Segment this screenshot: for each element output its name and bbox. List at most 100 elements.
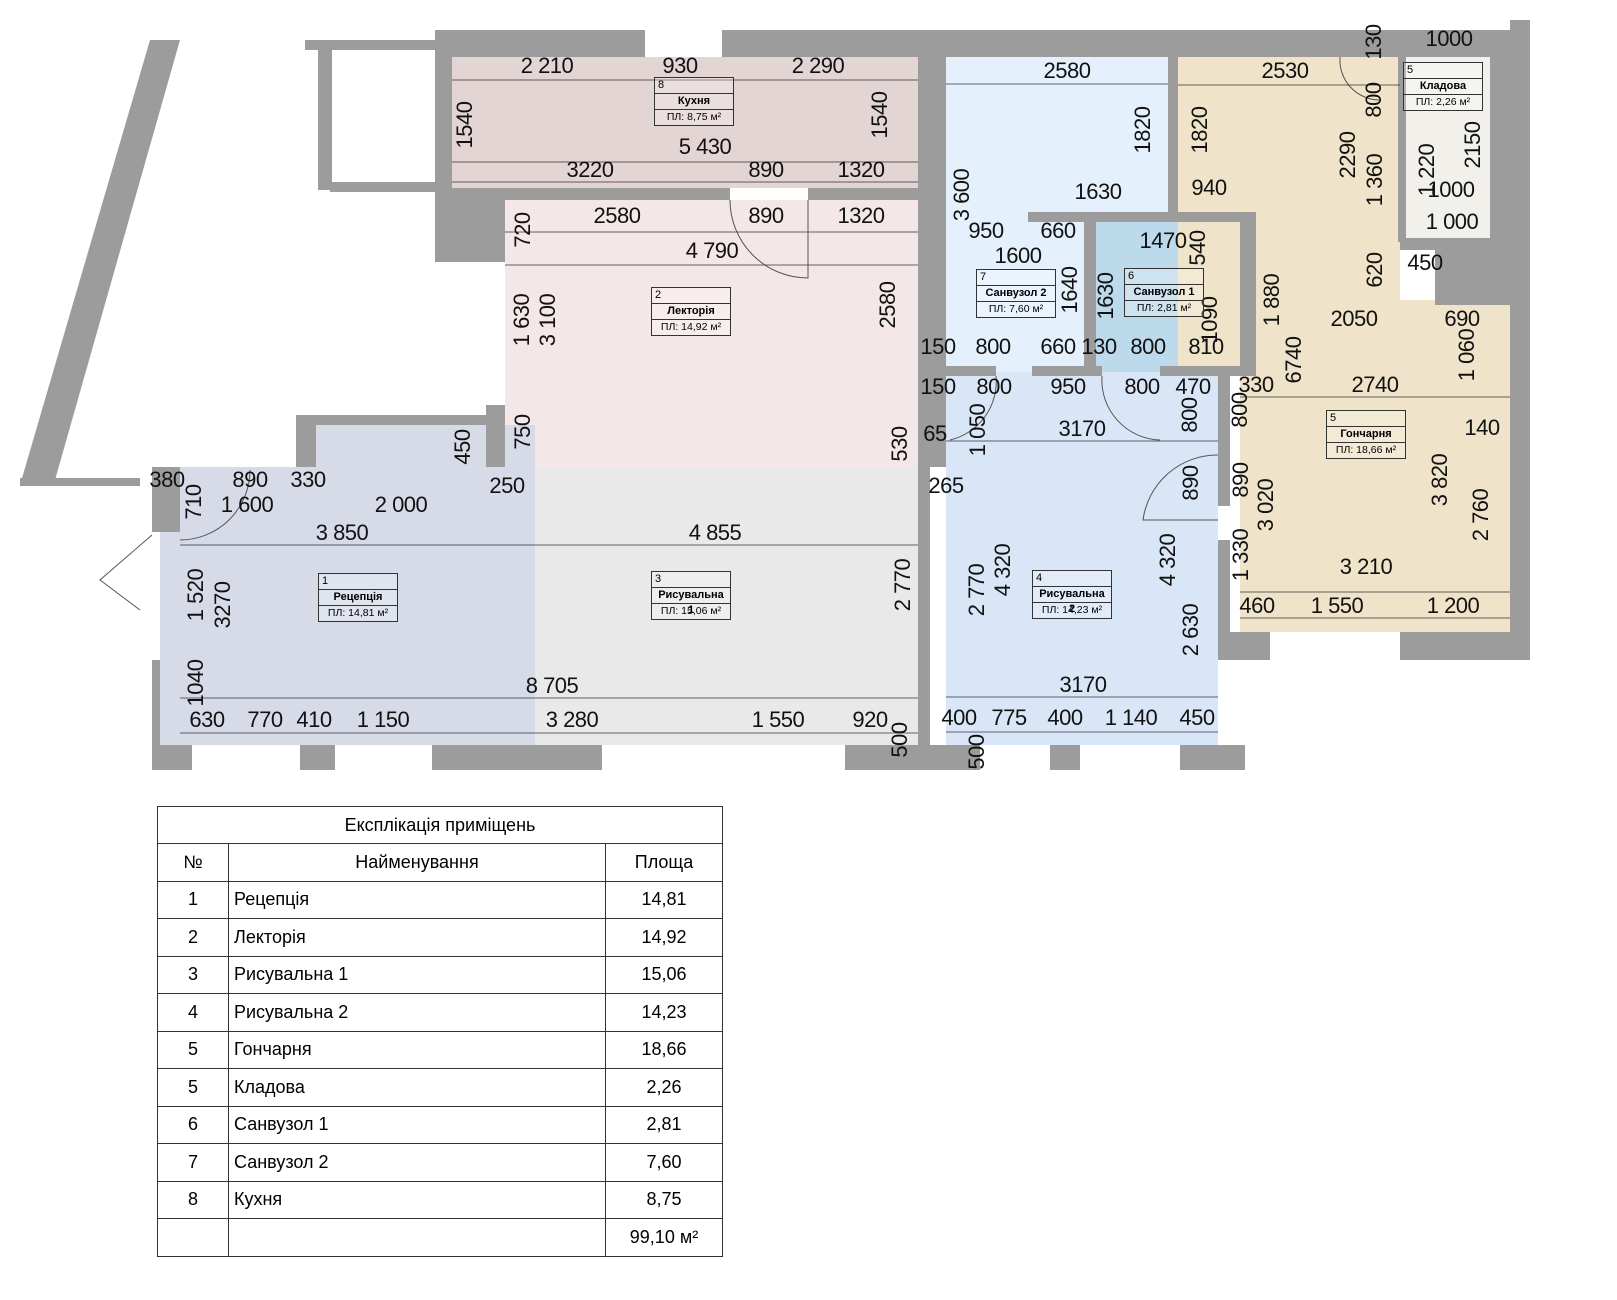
wall <box>1240 212 1256 372</box>
dimension-label: 400 <box>1047 705 1083 730</box>
dimension-label: 2 000 <box>374 492 428 517</box>
dimension-label: 1 060 <box>1454 328 1479 382</box>
row-number: 3 <box>157 955 229 994</box>
dimension-label: 1540 <box>452 101 477 149</box>
wall <box>330 182 435 192</box>
dimension-label: 380 <box>149 467 185 492</box>
wall <box>20 478 140 486</box>
dimension-label: 3270 <box>210 581 235 629</box>
dimension-label: 540 <box>1185 230 1210 266</box>
dimension-label: 3 600 <box>949 168 974 222</box>
dimension-label: 810 <box>1188 334 1224 359</box>
dimension-label: 4 320 <box>990 543 1015 597</box>
room-number: 4 <box>1033 571 1111 587</box>
dimension-label: 470 <box>1175 374 1211 399</box>
floor-plan <box>20 20 1530 770</box>
dimension-label: 800 <box>976 374 1012 399</box>
dimension-label: 660 <box>1040 334 1076 359</box>
dimension-label: 3 100 <box>535 293 560 347</box>
dimension-label: 130 <box>1361 24 1386 60</box>
wall <box>305 40 435 50</box>
dimension-label: 5 430 <box>678 134 732 159</box>
room-area: ПЛ: 14,23 м² <box>1041 604 1103 616</box>
row-number: 7 <box>157 1143 229 1182</box>
dimension-label: 3 280 <box>545 707 599 732</box>
dimension-label: 2 290 <box>791 53 845 78</box>
wall <box>452 188 730 200</box>
dimension-label: 890 <box>1178 465 1203 501</box>
wall <box>918 57 946 467</box>
wall <box>152 467 180 532</box>
row-name: Санвузол 1 <box>228 1105 606 1144</box>
dimension-label: 890 <box>748 203 784 228</box>
dimension-label: 930 <box>662 53 698 78</box>
dimension-label: 2580 <box>1043 58 1091 83</box>
room-name: Рецепція <box>319 590 397 606</box>
room-name: Санвузол 1 <box>1125 285 1203 301</box>
wall <box>1400 632 1530 660</box>
room-number: 5 <box>1404 63 1482 79</box>
dimension-label: 3 850 <box>315 520 369 545</box>
dimension-label: 890 <box>232 467 268 492</box>
dimension-label: 2290 <box>1335 131 1360 179</box>
dimension-label: 530 <box>887 426 912 462</box>
dimension-label: 2 770 <box>890 558 915 612</box>
room-name: Рисувальна 2 <box>1033 587 1111 615</box>
room-schedule-table: Експлікація приміщень № Найменування Пло… <box>157 806 723 1257</box>
room-number: 2 <box>652 288 730 304</box>
door-swings <box>99 56 1381 611</box>
row-name: Санвузол 2 <box>228 1143 606 1182</box>
room-drawing-1 <box>535 467 918 745</box>
wall <box>1180 745 1245 770</box>
dimension-label: 3220 <box>566 157 614 182</box>
dimension-label: 6740 <box>1281 336 1306 384</box>
dimension-label: 500 <box>964 734 989 770</box>
wall <box>1398 52 1406 242</box>
dimension-label: 1 140 <box>1104 705 1158 730</box>
dimension-label: 710 <box>181 484 206 520</box>
dimension-label: 1320 <box>837 157 885 182</box>
room-area: ПЛ: 15,06 м² <box>660 605 722 617</box>
dimension-label: 2530 <box>1261 58 1309 83</box>
wall <box>316 415 486 425</box>
dimension-label: 1 050 <box>965 403 990 457</box>
row-name: Кладова <box>228 1068 606 1107</box>
dimension-label: 1 330 <box>1228 528 1253 582</box>
dimension-label: 3170 <box>1059 672 1107 697</box>
wall <box>1490 52 1530 238</box>
dimension-label: 265 <box>928 473 964 498</box>
dimension-label: 1 200 <box>1426 593 1480 618</box>
dimension-label: 410 <box>296 707 332 732</box>
row-number: 2 <box>157 918 229 957</box>
room-number: 7 <box>977 270 1055 286</box>
dimension-label: 2 760 <box>1468 488 1493 542</box>
entrance-door <box>99 534 153 611</box>
row-area: 7,60 <box>605 1143 723 1182</box>
dimension-lines <box>180 79 1510 734</box>
wall <box>318 40 332 190</box>
row-area: 8,75 <box>605 1180 723 1219</box>
dimension-label: 1 150 <box>356 707 410 732</box>
room-storage <box>1400 52 1490 238</box>
row-number: 1 <box>157 880 229 919</box>
row-name: Гончарня <box>228 1030 606 1069</box>
dimension-label: 140 <box>1464 415 1500 440</box>
room-pottery-main <box>1240 300 1510 632</box>
dimension-label: 4 855 <box>688 520 742 545</box>
table-title: Експлікація приміщень <box>157 806 723 844</box>
wall <box>930 745 980 770</box>
dimension-label: 1000 <box>1427 177 1475 202</box>
row-name: Рецепція <box>228 880 606 919</box>
wall <box>1230 632 1270 660</box>
dimension-label: 800 <box>975 334 1011 359</box>
room-name: Кухня <box>655 94 733 110</box>
dimension-label: 940 <box>1191 175 1227 200</box>
wall <box>20 40 180 485</box>
dimension-label: 1 520 <box>183 568 208 622</box>
table-total-row: 99,10 м² <box>157 1218 723 1257</box>
wall <box>486 405 505 467</box>
